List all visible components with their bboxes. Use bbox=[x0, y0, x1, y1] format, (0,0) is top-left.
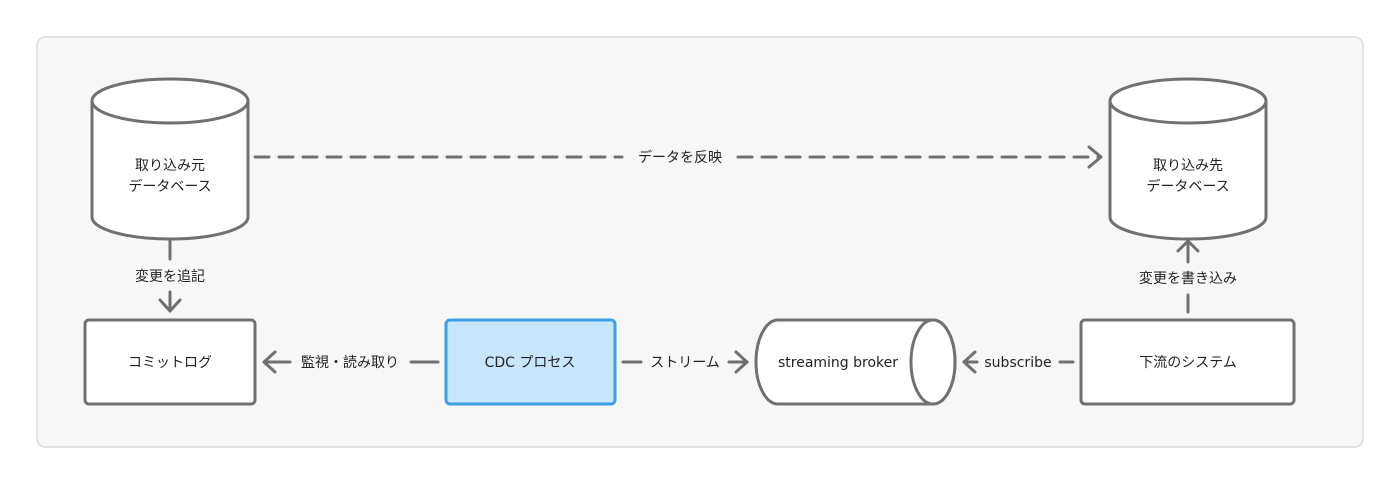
edge-label-write: 変更を書き込み bbox=[1139, 270, 1237, 287]
edge-label-stream: ストリーム bbox=[650, 355, 720, 371]
edge-reflect-arrowhead bbox=[1087, 145, 1103, 169]
source-database-node: 取り込み元 データベース bbox=[90, 77, 250, 241]
cdc-process-node: CDC プロセス bbox=[444, 318, 617, 406]
edge-stream-arrowhead bbox=[734, 350, 749, 374]
commit-log-node: コミットログ bbox=[83, 318, 257, 406]
edge-append-arrowhead bbox=[158, 298, 182, 313]
edge-label-append: 変更を追記 bbox=[135, 268, 205, 285]
commit-log-label: コミットログ bbox=[128, 355, 212, 371]
target-database-node: 取り込み先 データベース bbox=[1108, 77, 1268, 241]
streaming-broker-label: streaming broker bbox=[778, 355, 898, 371]
edge-monitor-arrowhead bbox=[262, 350, 277, 374]
edge-subscribe-arrowhead bbox=[962, 350, 977, 374]
edge-label-subscribe: subscribe bbox=[984, 355, 1051, 371]
cdc-process-label: CDC プロセス bbox=[485, 355, 576, 371]
target-database-label-line2: データベース bbox=[1146, 178, 1229, 195]
edge-label-monitor: 監視・読み取り bbox=[301, 354, 399, 371]
source-database-label-line1: 取り込み元 bbox=[135, 158, 205, 174]
edge-write-arrowhead bbox=[1176, 239, 1200, 253]
downstream-system-label: 下流のシステム bbox=[1139, 355, 1237, 371]
target-database-label-line1: 取り込み先 bbox=[1153, 158, 1223, 174]
source-database-label-line2: データベース bbox=[128, 178, 211, 195]
downstream-system-node: 下流のシステム bbox=[1079, 318, 1296, 406]
edge-label-reflect: データを反映 bbox=[638, 149, 722, 166]
diagram-panel bbox=[36, 36, 1364, 448]
streaming-broker-node: streaming broker bbox=[754, 318, 957, 406]
